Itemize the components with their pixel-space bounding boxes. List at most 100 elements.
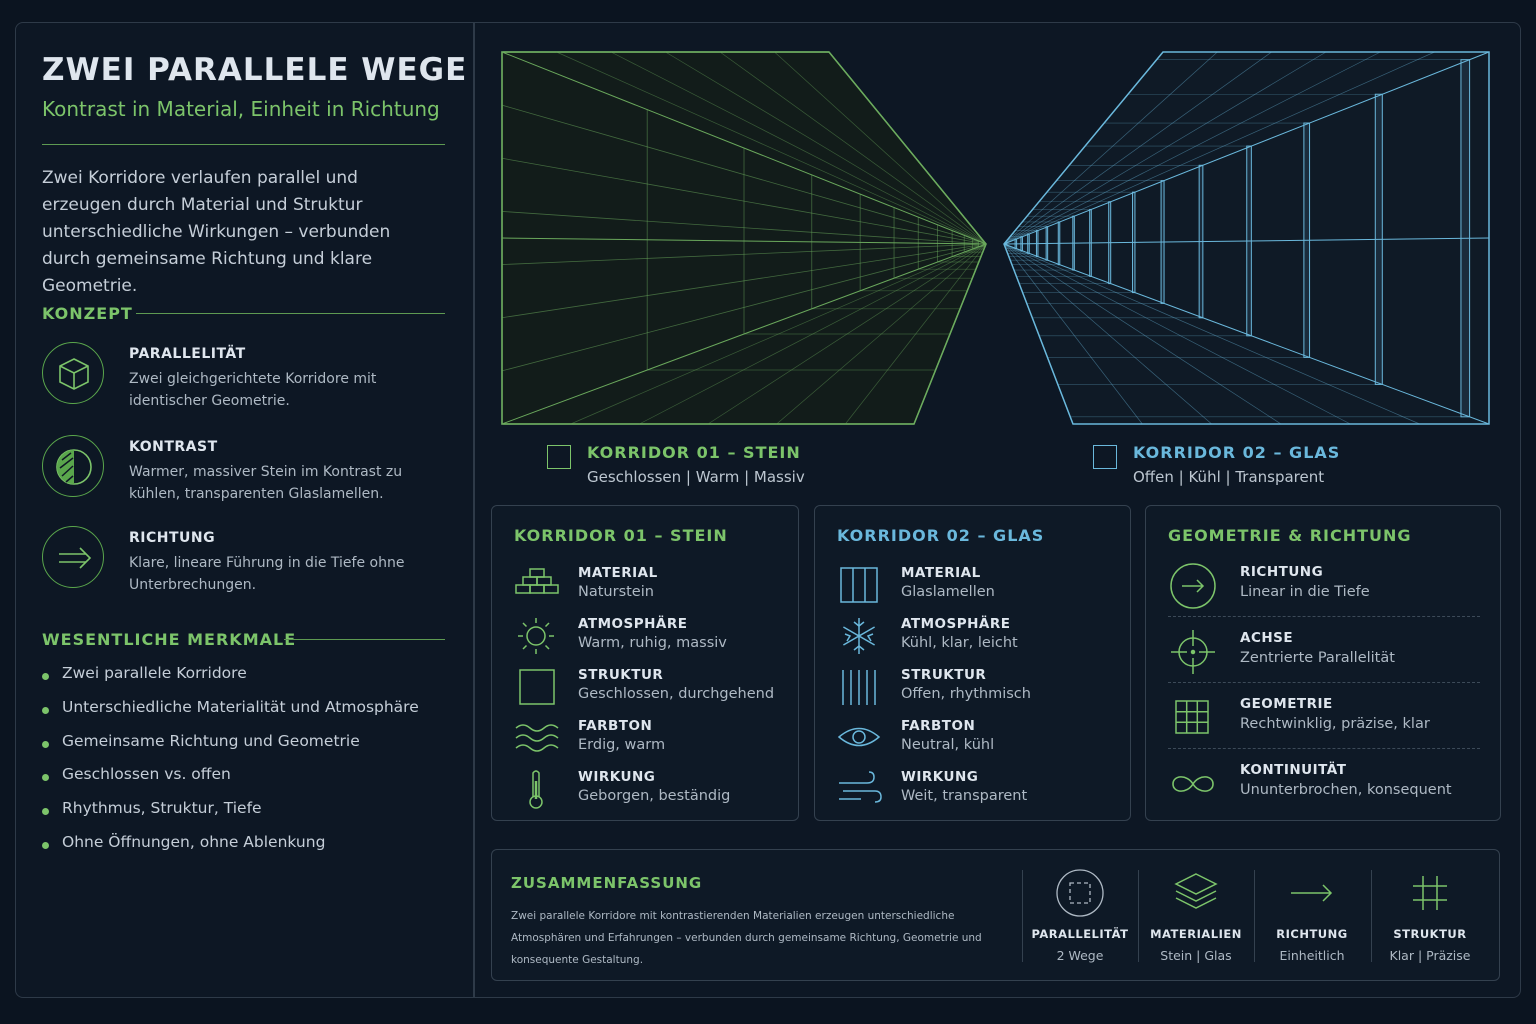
geometry-panel: GEOMETRIE & RICHTUNG RICHTUNG Linear in …	[1145, 505, 1501, 821]
features-rule	[284, 639, 445, 640]
grid-icon	[1175, 700, 1209, 734]
concept-rule	[136, 313, 445, 314]
row-label: FARBTON	[578, 718, 653, 734]
summary-divider	[1371, 870, 1372, 962]
legend-square-icon	[1093, 445, 1117, 469]
sun-icon	[518, 618, 554, 654]
row-value: Neutral, kühl	[901, 737, 995, 753]
arrow-icon	[42, 526, 104, 588]
eye-icon	[837, 727, 881, 747]
row-value: Kühl, klar, leicht	[901, 635, 1018, 651]
page-subtitle: Kontrast in Material, Einheit in Richtun…	[42, 97, 440, 121]
glass-corridor-drawing	[1003, 51, 1490, 425]
geometry-row-achse: ACHSE Zentrierte Parallelität	[1168, 622, 1480, 688]
row-value: Linear in die Tiefe	[1240, 584, 1370, 600]
concept-desc: Warmer, massiver Stein im Kontrast zu kü…	[129, 464, 403, 502]
row-label: ATMOSPHÄRE	[901, 616, 1011, 632]
concept-parallelitaet: PARALLELITÄT Zwei gleichgerichtete Korri…	[42, 342, 452, 409]
panel-heading: KORRIDOR 01 – STEIN	[514, 526, 728, 545]
row-value: Weit, transparent	[901, 788, 1028, 804]
row-label: MATERIAL	[901, 565, 981, 581]
row-value: Rechtwinklig, präzise, klar	[1240, 716, 1430, 732]
page-title: ZWEI PARALLELE WEGE	[42, 52, 468, 88]
infinity-icon	[1172, 776, 1214, 792]
stone-row-wirkung: WIRKUNG Geborgen, beständig	[514, 767, 794, 815]
row-value: Erdig, warm	[578, 737, 666, 753]
concept-title: PARALLELITÄT	[129, 346, 246, 362]
intro-text: Zwei Korridore verlaufen parallel und er…	[42, 168, 391, 296]
list-item: Unterschiedliche Materialität und Atmosp…	[42, 698, 419, 732]
summary-divider	[1138, 870, 1139, 962]
summary-item-struktur: STRUKTUR Klar | Präzise	[1372, 868, 1488, 968]
list-item: Ohne Öffnungen, ohne Ablenkung	[42, 833, 419, 867]
row-value: Warm, ruhig, massiv	[578, 635, 727, 651]
summary-heading: ZUSAMMENFASSUNG	[511, 874, 703, 892]
waves-icon	[515, 724, 559, 752]
summary-item-label: MATERIALIEN	[1150, 927, 1242, 941]
legend-square-icon	[547, 445, 571, 469]
list-item: Gemeinsame Richtung und Geometrie	[42, 732, 419, 766]
panel-heading: KORRIDOR 02 – GLAS	[837, 526, 1045, 545]
corridor-label-sub: Geschlossen | Warm | Massiv	[587, 468, 805, 486]
concept-heading: KONZEPT	[42, 304, 133, 323]
row-divider	[1168, 748, 1480, 749]
cube-icon	[42, 342, 104, 404]
row-label: ATMOSPHÄRE	[578, 616, 688, 632]
arrow-circle-icon	[1170, 563, 1216, 609]
glass-row-wirkung: WIRKUNG Weit, transparent	[837, 767, 1117, 815]
snowflake-icon	[843, 618, 875, 654]
features-heading: WESENTLICHE MERKMALE	[42, 630, 297, 649]
summary-item-materialien: MATERIALIEN Stein | Glas	[1138, 868, 1254, 968]
glass-panel: KORRIDOR 02 – GLAS MATERIAL Glaslamellen…	[814, 505, 1131, 821]
glass-row-farbton: FARBTON Neutral, kühl	[837, 716, 1117, 764]
layers-icon	[1174, 873, 1218, 909]
stone-row-farbton: FARBTON Erdig, warm	[514, 716, 794, 764]
stone-row-material: MATERIAL Naturstein	[514, 563, 794, 611]
row-label: ACHSE	[1240, 630, 1294, 646]
list-item: Geschlossen vs. offen	[42, 765, 419, 799]
summary-item-parallelitaet: PARALLELITÄT 2 Wege	[1022, 868, 1138, 968]
summary-item-label: RICHTUNG	[1276, 927, 1348, 941]
stone-row-struktur: STRUKTUR Geschlossen, durchgehend	[514, 665, 794, 713]
features-list: Zwei parallele Korridore Unterschiedlich…	[42, 664, 419, 867]
row-label: WIRKUNG	[901, 769, 979, 785]
concept-richtung: RICHTUNG Klare, lineare Führung in die T…	[42, 526, 452, 593]
geometry-row-kontinuitaet: KONTINUITÄT Ununterbrochen, konsequent	[1168, 754, 1480, 820]
stone-panel: KORRIDOR 01 – STEIN MATERIAL Naturstein …	[491, 505, 799, 821]
title-rule	[42, 144, 445, 145]
summary-item-richtung: RICHTUNG Einheitlich	[1254, 868, 1370, 968]
list-item: Rhythmus, Struktur, Tiefe	[42, 799, 419, 833]
row-value: Ununterbrochen, konsequent	[1240, 782, 1452, 798]
summary-text: Zwei parallele Korridore mit kontrastier…	[511, 910, 982, 966]
row-label: KONTINUITÄT	[1240, 762, 1347, 778]
row-label: FARBTON	[901, 718, 976, 734]
row-label: MATERIAL	[578, 565, 658, 581]
concept-desc: Klare, lineare Führung in die Tiefe ohne…	[129, 555, 405, 593]
row-value: Geschlossen, durchgehend	[578, 686, 775, 702]
row-value: Geborgen, beständig	[578, 788, 731, 804]
panels-icon	[840, 567, 878, 603]
bricks-icon	[515, 568, 559, 594]
concept-desc: Zwei gleichgerichtete Korridore mit iden…	[129, 371, 377, 409]
wind-icon	[839, 771, 882, 803]
summary-item-value: 2 Wege	[1056, 948, 1104, 963]
row-value: Naturstein	[578, 584, 654, 600]
summary-divider	[1254, 870, 1255, 962]
corridor-label-title: KORRIDOR 01 – STEIN	[587, 443, 801, 462]
list-item: Zwei parallele Korridore	[42, 664, 419, 698]
summary-item-value: Klar | Präzise	[1389, 948, 1471, 963]
concept-title: RICHTUNG	[129, 530, 216, 546]
summary-panel: ZUSAMMENFASSUNG Zwei parallele Korridore…	[491, 849, 1500, 981]
glass-row-atmosphaere: ATMOSPHÄRE Kühl, klar, leicht	[837, 614, 1117, 662]
geometry-row-geometrie: GEOMETRIE Rechtwinklig, präzise, klar	[1168, 688, 1480, 754]
summary-item-label: PARALLELITÄT	[1031, 927, 1129, 941]
geometry-row-richtung: RICHTUNG Linear in die Tiefe	[1168, 556, 1480, 622]
corridor-label-title: KORRIDOR 02 – GLAS	[1133, 443, 1341, 462]
row-divider	[1168, 616, 1480, 617]
column-divider	[473, 22, 475, 998]
lines-icon	[842, 670, 876, 705]
row-label: WIRKUNG	[578, 769, 656, 785]
stone-corridor-drawing	[501, 51, 987, 425]
summary-item-label: STRUKTUR	[1393, 927, 1467, 941]
